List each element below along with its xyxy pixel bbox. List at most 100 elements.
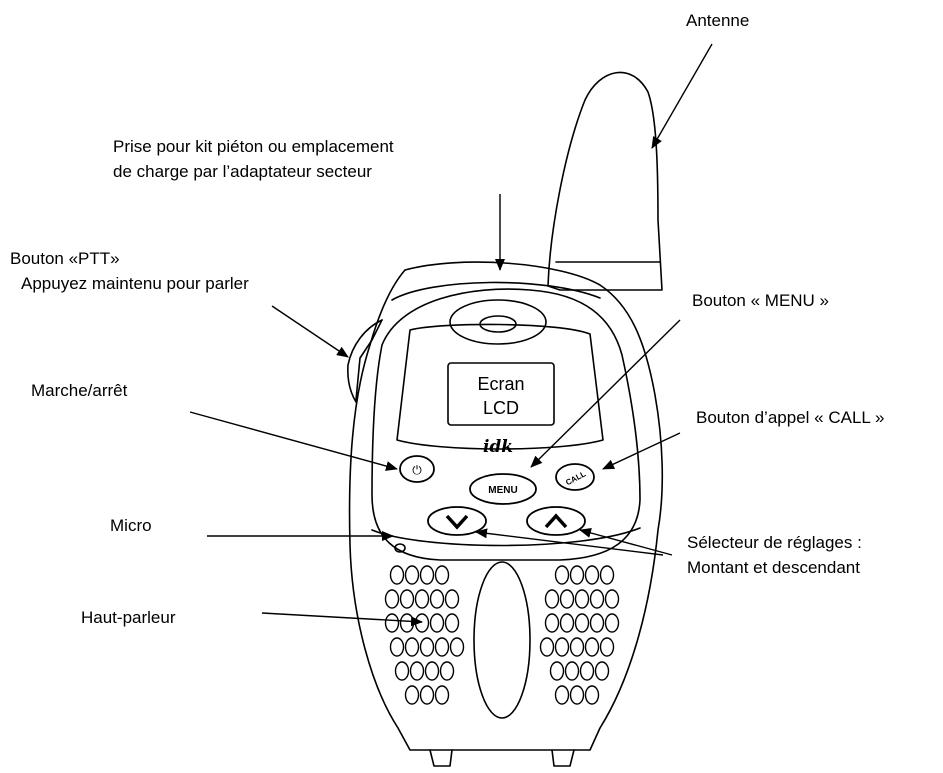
speaker-hole [424,661,440,681]
speaker-hole [399,613,415,633]
speaker-hole [574,589,590,609]
speaker-hole [569,565,585,585]
device-top-rim [391,281,601,301]
speaker-hole [404,565,420,585]
walkie-talkie-device [347,71,664,767]
ptt-side-button-edge [355,319,383,401]
chevron-up-icon [544,513,568,529]
arrow-call [602,432,681,470]
speaker-hole [419,637,435,657]
speaker-hole [584,637,600,657]
arrow-ptt [271,305,349,358]
label-antenne: Antenne [686,11,750,30]
lower-divider [371,527,641,547]
label-menu: Bouton « MENU » [692,291,830,310]
top-speaker-inner [479,315,517,333]
speaker-hole [419,565,435,585]
speaker-hole [429,589,445,609]
button-group [399,455,595,536]
speaker-hole [594,661,610,681]
chevron-down-icon [445,514,469,530]
up-button[interactable] [526,506,586,536]
label-ptt-line1: Bouton «PTT» [10,249,120,268]
speaker-hole [384,613,400,633]
speaker-hole [564,661,580,681]
speaker-hole [399,589,415,609]
callout-arrows [189,43,713,627]
arrow-selecteur-up [579,528,673,556]
device-outer-shell [348,261,664,751]
ptt-side-button[interactable] [347,319,383,403]
screen-label-line2: LCD [483,398,519,418]
micro-hole [394,543,406,553]
speaker-hole [539,637,555,657]
speaker-hole [559,589,575,609]
lcd-screen [447,362,555,426]
speaker-hole [404,637,420,657]
speaker-hole [589,589,605,609]
speaker-hole [599,565,615,585]
label-prise-line2: de charge par l’adaptateur secteur [113,162,372,181]
brand-logo: idk [483,437,513,457]
device-foot-left [429,749,453,767]
label-call: Bouton d’appel « CALL » [696,408,885,427]
menu-button[interactable] [469,473,537,505]
label-prise-line1: Prise pour kit piéton ou emplacement [113,137,394,156]
arrow-selecteur-down [475,528,664,556]
speaker-hole [579,661,595,681]
antenna [547,71,663,291]
speaker-hole [604,589,620,609]
speaker-hole [449,637,465,657]
label-selecteur-line2: Montant et descendant [687,558,860,577]
down-button[interactable] [427,506,487,536]
power-icon: ⏻ [412,463,422,477]
call-button[interactable] [555,463,595,491]
speaker-hole [394,661,410,681]
speaker-hole [434,637,450,657]
arrow-marche [189,411,398,471]
speaker-hole [414,613,430,633]
speaker-hole [569,685,585,705]
arrow-menu [530,319,681,468]
speaker-grille [384,565,620,705]
speaker-center-oval [473,561,531,719]
speaker-hole [439,661,455,681]
device-face-panel [371,288,641,561]
speaker-hole [584,685,600,705]
label-micro: Micro [110,516,152,535]
speaker-hole [544,589,560,609]
label-ptt-line2: Appuyez maintenu pour parler [21,274,249,293]
speaker-hole [559,613,575,633]
device-foot-right [551,749,575,767]
speaker-hole [444,589,460,609]
speaker-hole [384,589,400,609]
arrow-haut-parleur [261,612,423,627]
speaker-hole [434,685,450,705]
menu-button-label: MENU [488,485,517,496]
label-haut-parleur: Haut-parleur [81,608,176,627]
speaker-hole [584,565,600,585]
speaker-hole [444,613,460,633]
label-marche: Marche/arrêt [31,381,128,400]
label-selecteur-line1: Sélecteur de réglages : [687,533,862,552]
speaker-hole [434,565,450,585]
arrow-antenne [651,43,713,149]
speaker-hole [554,565,570,585]
screen-label-line1: Ecran [477,374,524,394]
power-button[interactable] [399,455,435,483]
speaker-hole [389,637,405,657]
speaker-hole [554,637,570,657]
speaker-hole [389,565,405,585]
speaker-hole [544,613,560,633]
top-speaker-oval [449,299,547,345]
speaker-hole [574,613,590,633]
speaker-hole [409,661,425,681]
speaker-hole [404,685,420,705]
display-recess [396,323,604,450]
speaker-hole [554,685,570,705]
speaker-hole [599,637,615,657]
speaker-hole [419,685,435,705]
speaker-hole [549,661,565,681]
speaker-hole [414,589,430,609]
